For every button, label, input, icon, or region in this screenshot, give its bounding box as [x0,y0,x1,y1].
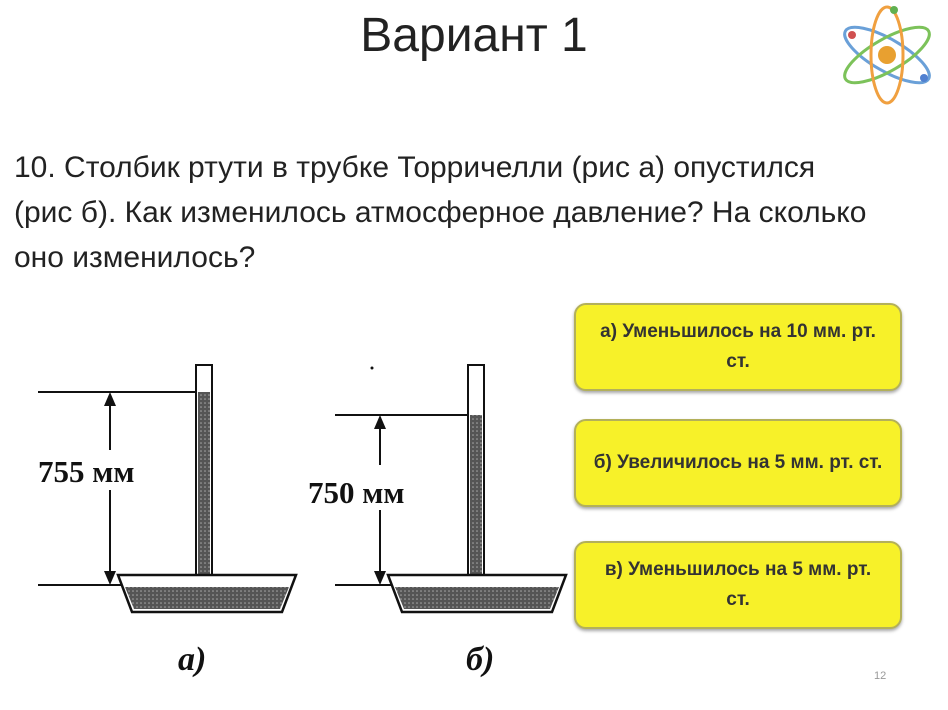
caption-a: а) [178,641,206,678]
question-text: 10. Столбик ртути в трубке Торричелли (р… [14,151,867,274]
caption-b: б) [466,641,494,678]
height-label-b: 750 мм [308,475,404,510]
torricelli-figure: 755 мм 750 мм а) б) [36,364,568,678]
answer-option-a[interactable]: а) Уменьшилось на 10 мм. рт. ст. [574,303,902,391]
answer-option-c[interactable]: в) Уменьшилось на 5 мм. рт. ст. [574,541,902,629]
up-arrow-icon [104,392,116,406]
down-arrow-icon [104,571,116,585]
figure-a [38,364,298,614]
slide-title: Вариант 1 [360,9,588,62]
answer-option-b[interactable]: б) Увеличилось на 5 мм. рт. ст. [574,419,902,507]
page-number: 12 [874,670,887,682]
height-label-a: 755 мм [38,454,134,489]
atom-icon [843,5,931,105]
figure-b [335,364,568,614]
